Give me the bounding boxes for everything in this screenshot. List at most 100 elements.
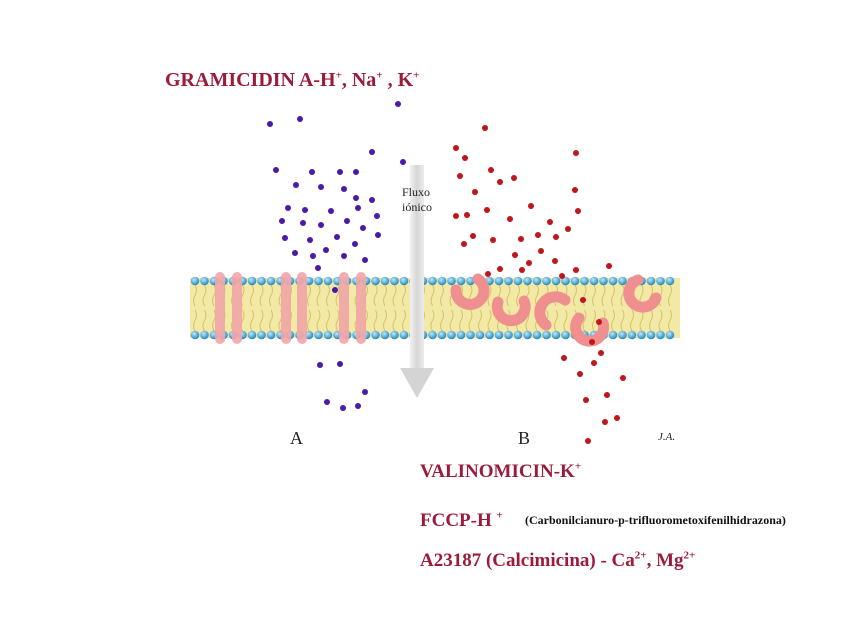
ion-dot <box>355 403 361 409</box>
lipid-head <box>618 277 627 286</box>
ion-dot <box>307 237 313 243</box>
panel-b-label: B <box>518 428 530 448</box>
lipid-head <box>200 277 209 286</box>
lipid-head <box>257 277 266 286</box>
lipid-head <box>447 277 456 286</box>
ion-dot <box>561 355 567 361</box>
ion-dot <box>528 203 534 209</box>
lipid-head <box>552 331 561 340</box>
ion-dot <box>559 273 565 279</box>
lipid-head <box>533 277 542 286</box>
ion-dot <box>484 207 490 213</box>
lipid-head <box>314 331 323 340</box>
lipid-head <box>438 277 447 286</box>
lipid-head <box>428 331 437 340</box>
ion-dot <box>547 219 553 225</box>
ion-dot <box>575 208 581 214</box>
ion-dot <box>573 150 579 156</box>
lipid-head <box>248 331 257 340</box>
ion-dot <box>518 236 524 242</box>
ion-dot <box>535 232 541 238</box>
gramicidin-channel <box>281 272 291 344</box>
ion-dot <box>602 419 608 425</box>
ion-dot <box>374 213 380 219</box>
lipid-head <box>457 277 466 286</box>
lipid-head <box>628 331 637 340</box>
lipid-head <box>191 277 200 286</box>
ion-dot <box>310 253 316 259</box>
ion-dot <box>614 415 620 421</box>
lipid-head <box>523 331 532 340</box>
ion-dot <box>318 222 324 228</box>
ion-dot <box>353 195 359 201</box>
lipid-head <box>200 331 209 340</box>
lipid-head <box>561 331 570 340</box>
lipid-head <box>552 277 561 286</box>
ion-dot <box>285 205 291 211</box>
lipid-head <box>571 277 580 286</box>
ion-dot <box>344 218 350 224</box>
lipid-head <box>267 331 276 340</box>
ion-dot <box>341 253 347 259</box>
ion-dot <box>353 169 359 175</box>
flux-label-2: iónico <box>402 200 432 214</box>
ion-dot <box>282 235 288 241</box>
ion-dot <box>577 371 583 377</box>
lipid-head <box>542 277 551 286</box>
ion-dot <box>512 252 518 258</box>
ion-dot <box>302 207 308 213</box>
lipid-head <box>191 331 200 340</box>
lipid-head <box>495 277 504 286</box>
ion-dot <box>511 175 517 181</box>
lipid-head <box>609 277 618 286</box>
ion-dot <box>453 145 459 151</box>
panel-a-label: A <box>290 428 303 448</box>
ion-dot <box>395 101 401 107</box>
a23187-label: A23187 (Calcimicina) - Ca2+, Mg2+ <box>420 550 695 572</box>
lipid-head <box>390 331 399 340</box>
lipid-head <box>666 331 675 340</box>
gramicidin-channel <box>356 272 366 344</box>
lipid-head <box>248 277 257 286</box>
ion-dot <box>352 241 358 247</box>
lipid-head <box>390 277 399 286</box>
ion-dot <box>538 248 544 254</box>
ion-dot <box>292 250 298 256</box>
ion-dot <box>598 350 604 356</box>
gramicidin-channels <box>215 272 366 344</box>
ion-dot <box>470 233 476 239</box>
lipid-head <box>495 331 504 340</box>
ion-dot <box>488 167 494 173</box>
lipid-head <box>637 331 646 340</box>
ion-dot <box>573 267 579 273</box>
lipid-head <box>590 277 599 286</box>
ion-dot <box>472 189 478 195</box>
ion-dot <box>362 257 368 263</box>
ion-dot <box>267 121 273 127</box>
ion-dot <box>334 234 340 240</box>
gramicidin-channel <box>297 272 307 344</box>
ion-dot <box>337 169 343 175</box>
ion-dot <box>589 339 595 345</box>
lipid-head <box>504 331 513 340</box>
ion-dot <box>507 216 513 222</box>
lipid-head <box>381 331 390 340</box>
lipid-head <box>666 277 675 286</box>
ion-dot <box>300 220 306 226</box>
ion-dot <box>552 258 558 264</box>
ion-dot <box>362 389 368 395</box>
lipid-head <box>618 331 627 340</box>
fccp-label: FCCP-H + <box>420 510 503 532</box>
ion-dot <box>328 208 334 214</box>
lipid-head <box>647 277 656 286</box>
lipid-head <box>314 277 323 286</box>
ion-dot <box>332 287 338 293</box>
ion-dot <box>526 260 532 266</box>
gramicidin-channel <box>232 272 242 344</box>
ion-dot <box>580 297 586 303</box>
lipid-head <box>599 277 608 286</box>
ion-dot <box>369 149 375 155</box>
ion-dot <box>457 173 463 179</box>
lipid-head <box>381 277 390 286</box>
